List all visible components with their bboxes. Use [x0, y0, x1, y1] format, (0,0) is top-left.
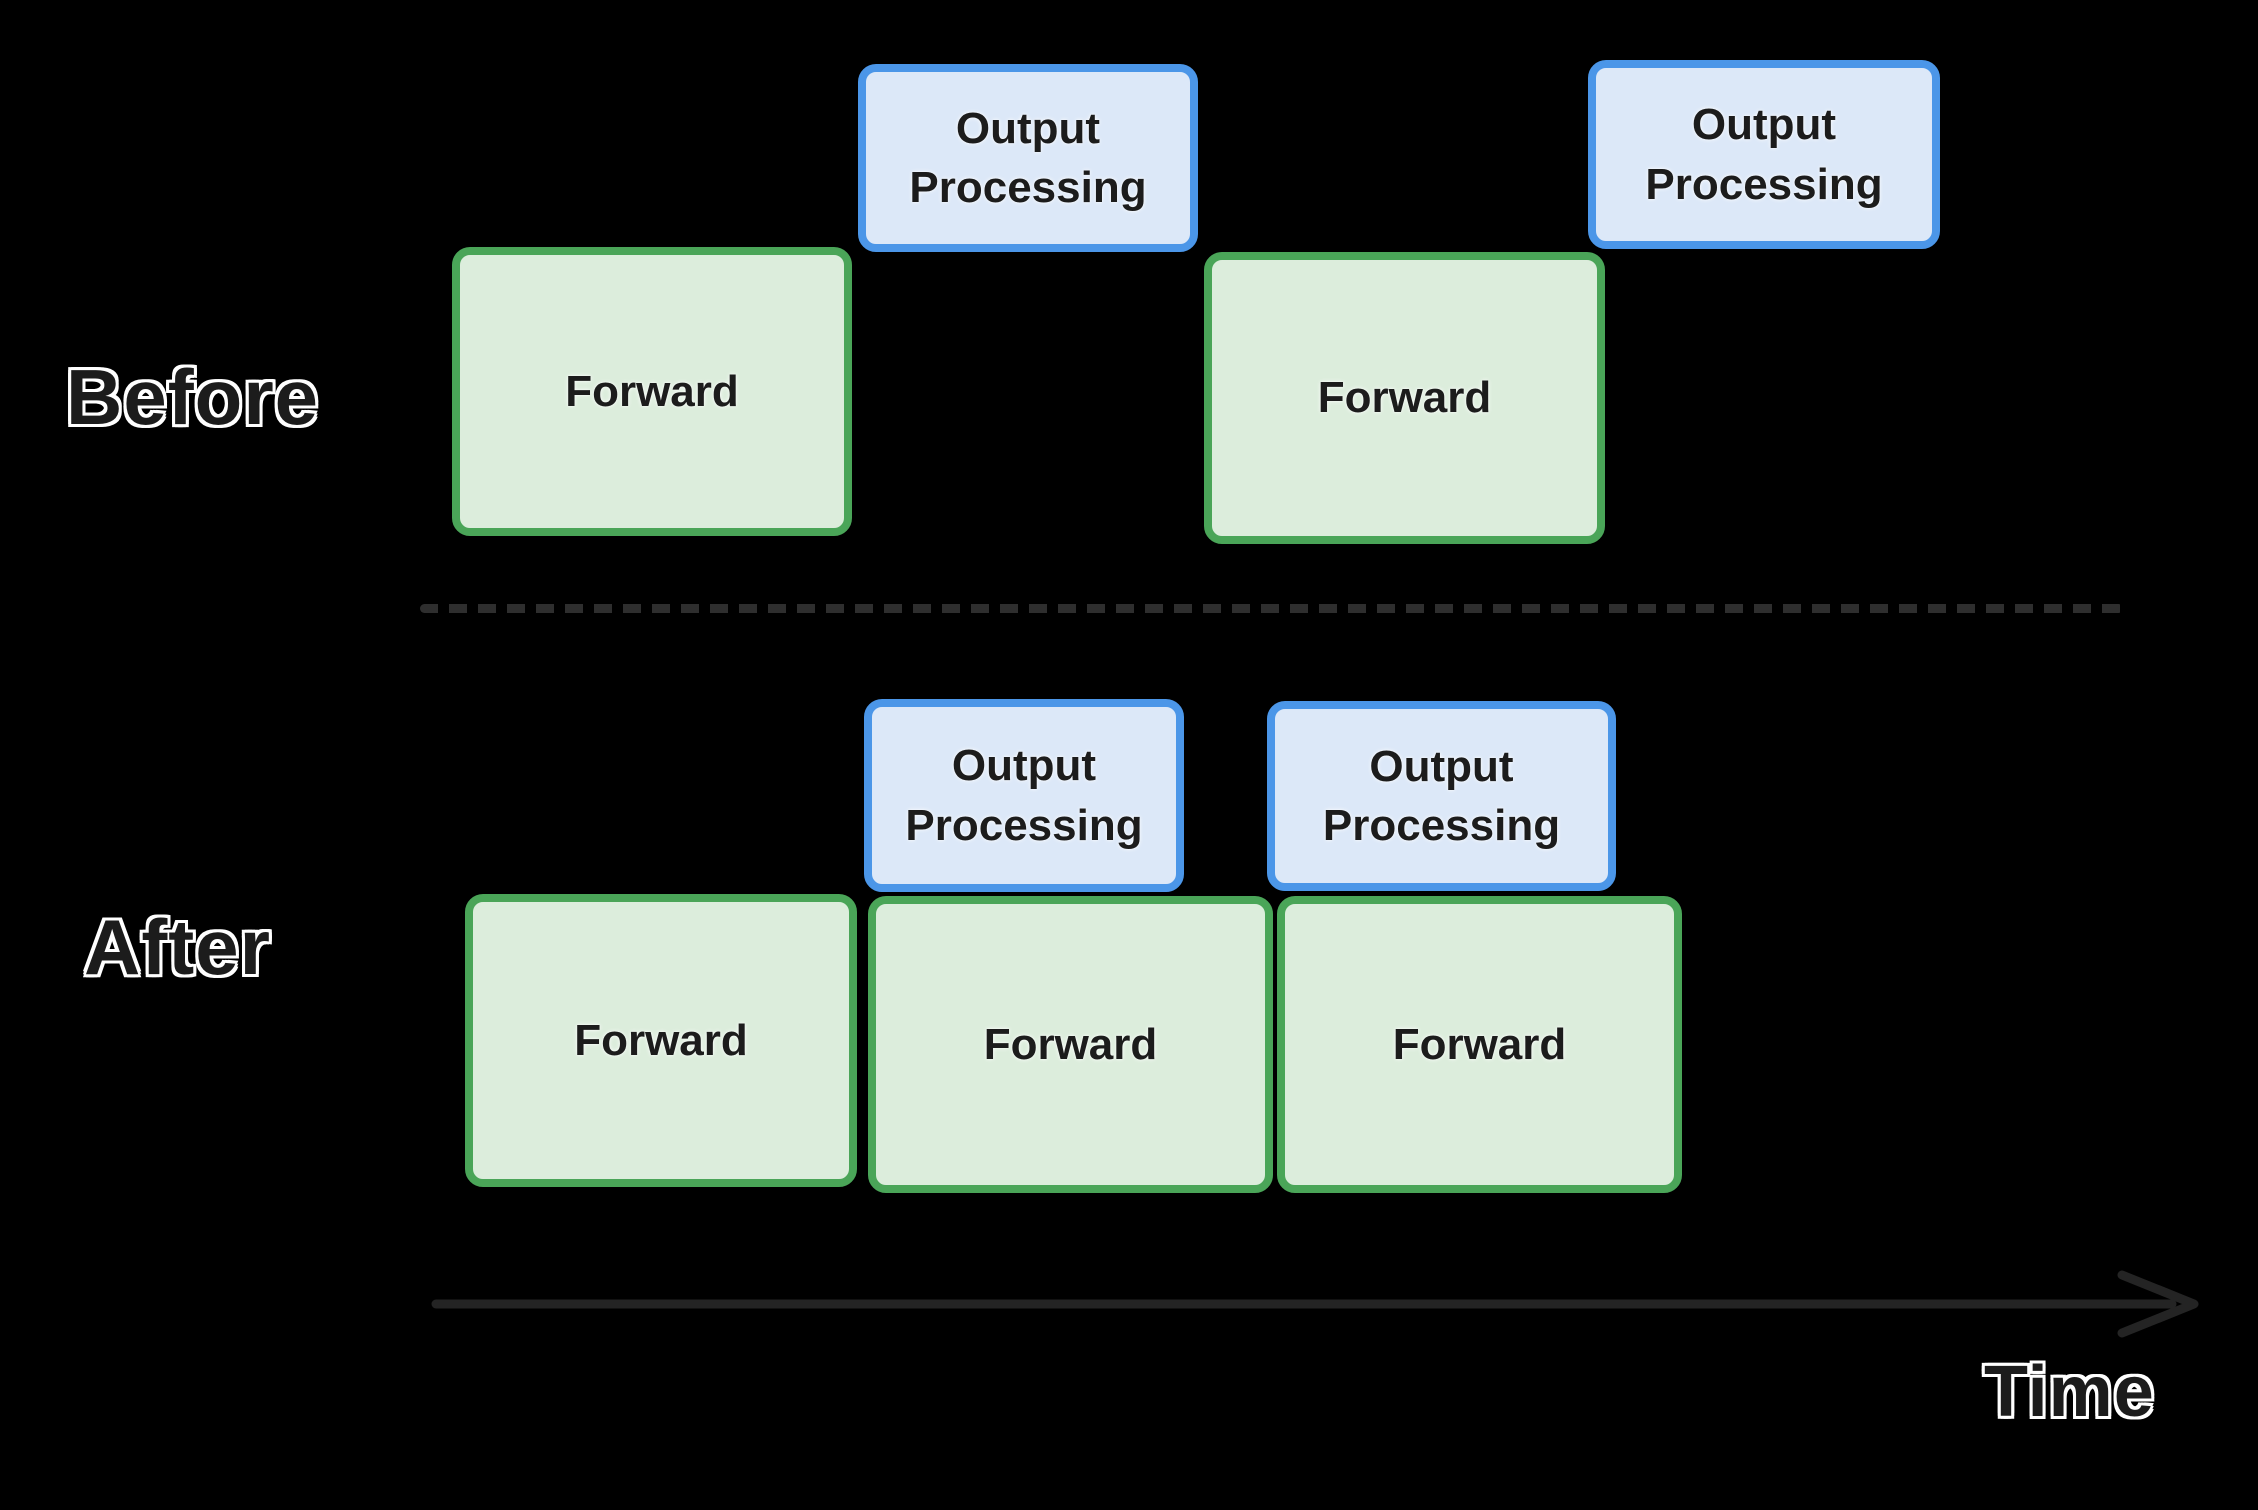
- forward-box-label: Forward: [565, 366, 739, 416]
- forward-box-label: Forward: [574, 1015, 748, 1065]
- output-processing-box-label: Output Processing: [1322, 741, 1561, 850]
- time-axis-arrow: [431, 1270, 2199, 1338]
- after-forward-box-1: Forward: [465, 894, 857, 1187]
- output-processing-box-label: Output Processing: [905, 741, 1143, 850]
- after-forward-box-2: Forward: [868, 896, 1273, 1193]
- row-label-after: After: [84, 903, 272, 991]
- forward-box-label: Forward: [983, 1019, 1158, 1069]
- before-forward-box-1: Forward: [452, 247, 852, 536]
- after-output-processing-box-2: Output Processing: [1267, 701, 1616, 891]
- output-processing-box-label: Output Processing: [1645, 100, 1883, 209]
- before-output-processing-box-2: Output Processing: [1588, 60, 1940, 249]
- time-axis-arrowhead-icon: [2117, 1270, 2199, 1338]
- time-axis-label: Time: [1984, 1352, 2155, 1432]
- before-forward-box-2: Forward: [1204, 252, 1605, 544]
- forward-box-label: Forward: [1317, 373, 1492, 423]
- row-label-before: Before: [66, 353, 320, 441]
- before-after-divider-dashed-line: [420, 604, 2123, 613]
- after-forward-box-3: Forward: [1277, 896, 1682, 1193]
- output-processing-box-label: Output Processing: [909, 103, 1147, 212]
- after-output-processing-box-1: Output Processing: [864, 699, 1184, 892]
- before-output-processing-box-1: Output Processing: [858, 64, 1198, 252]
- forward-box-label: Forward: [1392, 1019, 1567, 1069]
